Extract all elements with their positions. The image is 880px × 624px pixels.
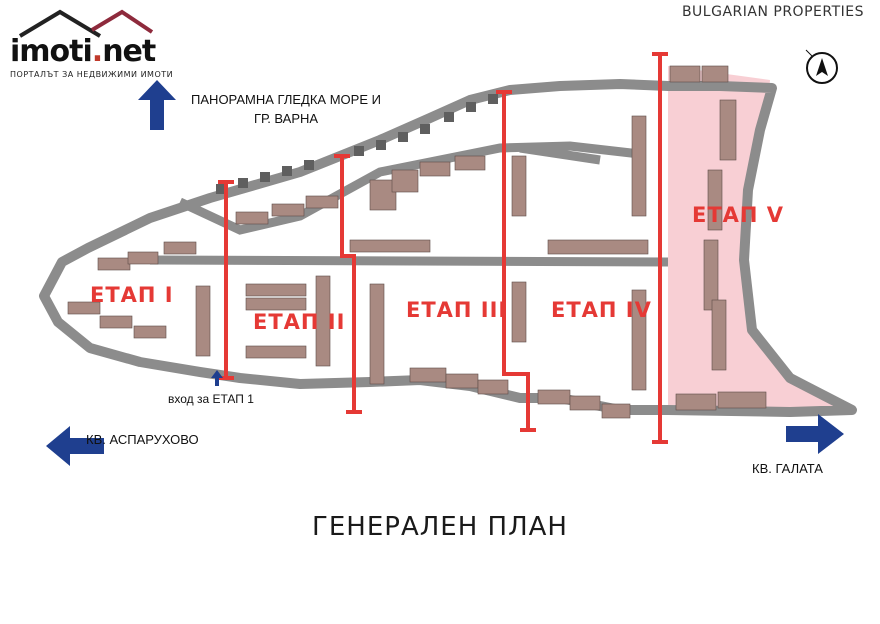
stage-5-area (668, 66, 840, 410)
logo-house-icon (18, 9, 154, 38)
logo-dot: . (91, 34, 103, 69)
edge-blocks (216, 94, 498, 194)
stage-5-label: ЕТАП V (692, 203, 785, 227)
stage-2-label: ЕТАП II (253, 310, 346, 334)
logo-wordmark[interactable]: imoti.net (10, 34, 156, 69)
logo-main-text: imoti (10, 34, 93, 69)
galata-label: КВ. ГАЛАТА (752, 461, 823, 476)
stage-1-label: ЕТАП I (90, 283, 174, 307)
buildings (67, 65, 767, 419)
panorama-label-line2: ГР. ВАРНА (253, 111, 319, 126)
brand-watermark: BULGARIAN PROPERTIES (681, 4, 864, 20)
stage-3-label: ЕТАП III (406, 298, 508, 322)
plan-title: ГЕНЕРАЛЕН ПЛАН (312, 512, 568, 542)
compass-icon (805, 49, 838, 84)
stage-dividers (218, 52, 668, 444)
arrow-left-asparuhovo (46, 426, 104, 466)
arrow-up-panorama (138, 80, 176, 130)
panorama-label: ПАНОРАМНА ГЛЕДКА МОРЕ И ГР. ВАРНА (186, 90, 386, 128)
entry-label: вход за ЕТАП 1 (168, 392, 254, 406)
logo-tagline: ПОРТАЛЪТ ЗА НЕДВИЖИМИ ИМОТИ (10, 70, 174, 79)
logo-suffix: net (102, 34, 156, 69)
arrow-up-entry (211, 370, 223, 386)
arrow-right-galata (786, 414, 844, 454)
internal-roads (149, 141, 669, 267)
stage-4-label: ЕТАП IV (551, 298, 652, 322)
panorama-label-line1: ПАНОРАМНА ГЛЕДКА МОРЕ И (191, 92, 381, 107)
asparuhovo-label: КВ. АСПАРУХОВО (86, 432, 199, 447)
